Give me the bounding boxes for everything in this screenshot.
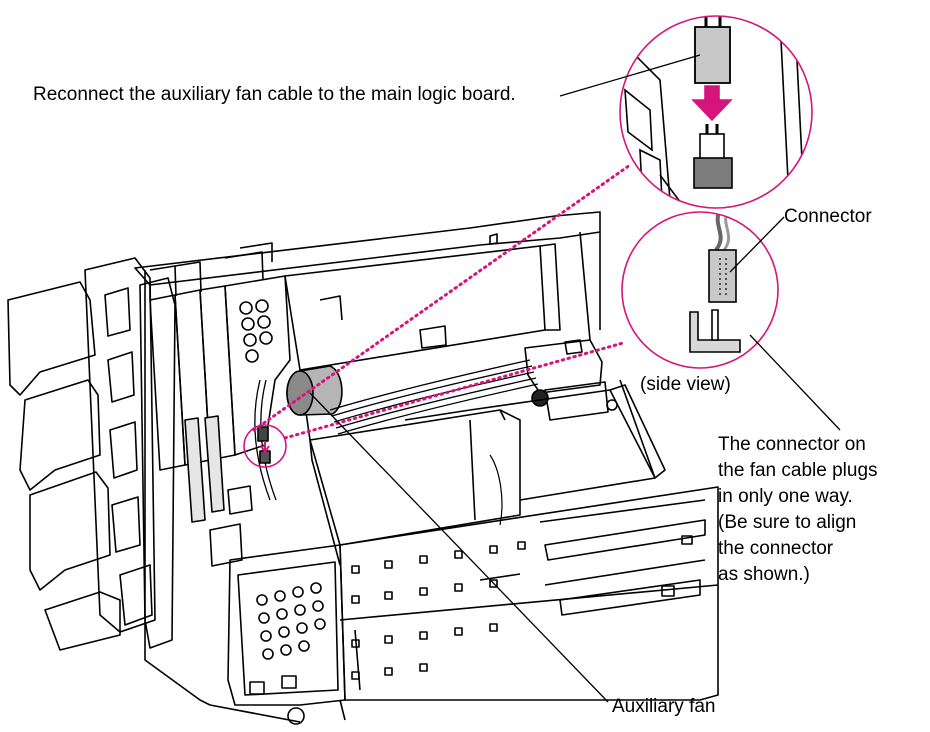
note-line: The connector on bbox=[718, 434, 866, 455]
magnified-view-top bbox=[619, 15, 813, 209]
board-arrow bbox=[260, 441, 270, 454]
note-line: (Be sure to align bbox=[718, 512, 857, 533]
note-line: the connector bbox=[718, 538, 834, 559]
connector-orientation-note: The connector on the fan cable plugs in … bbox=[718, 432, 878, 588]
leader-lines bbox=[309, 54, 841, 703]
zoom-lines bbox=[252, 163, 632, 440]
note-line: the fan cable plugs bbox=[718, 460, 878, 481]
connector-label: Connector bbox=[784, 206, 872, 227]
vent-panel bbox=[209, 544, 346, 725]
front-panel-holes bbox=[339, 541, 526, 721]
expansion-cards bbox=[149, 242, 291, 567]
cable-bundle bbox=[254, 359, 539, 501]
left-side-panels bbox=[7, 257, 176, 651]
note-line: as shown.) bbox=[718, 564, 810, 585]
chassis-frame bbox=[134, 211, 601, 706]
side-view-label: (side view) bbox=[640, 374, 731, 395]
magnified-view-side bbox=[621, 211, 779, 369]
auxiliary-fan-label: Auxiliary fan bbox=[612, 696, 716, 717]
reconnect-instruction: Reconnect the auxiliary fan cable to the… bbox=[33, 84, 516, 105]
board-callout-circle bbox=[243, 424, 287, 468]
auxiliary-fan-shape bbox=[286, 365, 343, 416]
drive-bays bbox=[309, 379, 719, 701]
board-fan-connector bbox=[257, 426, 271, 464]
note-line: in only one way. bbox=[718, 486, 853, 507]
power-connector-block bbox=[524, 339, 618, 421]
